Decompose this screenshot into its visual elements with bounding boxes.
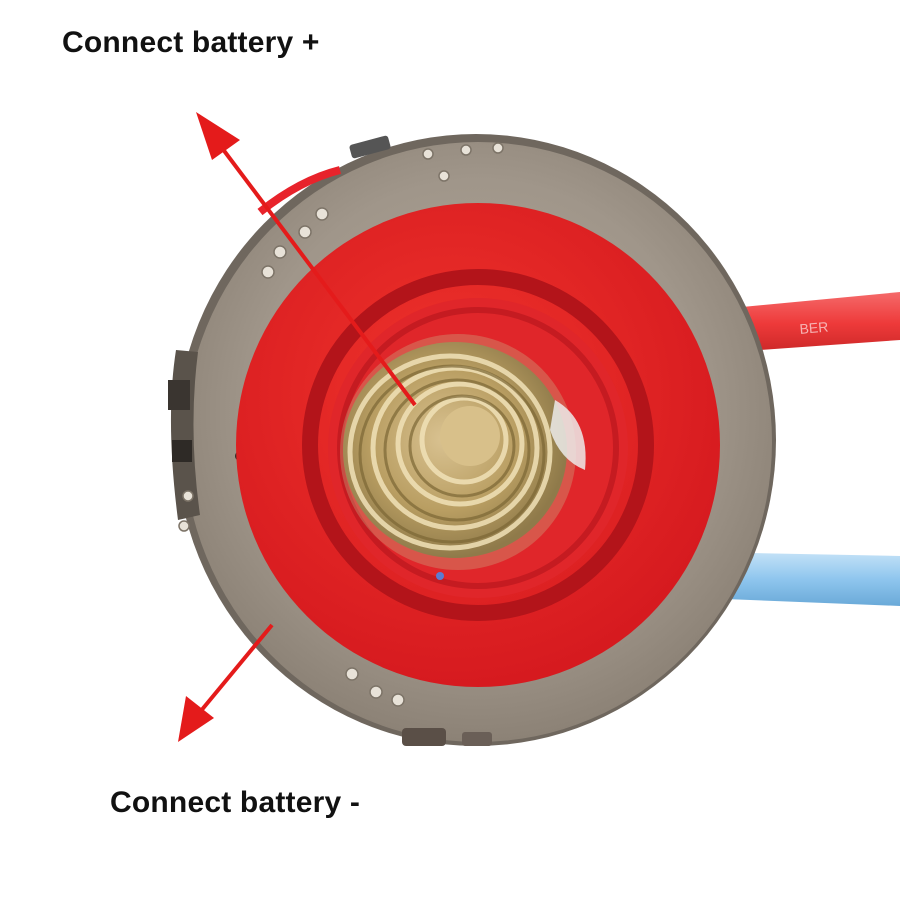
- spring-contact: [340, 334, 586, 580]
- arrow-positive: [196, 112, 417, 407]
- negative-terminal-label: Connect battery -: [110, 786, 361, 819]
- arrow-negative: [178, 623, 274, 742]
- wire-print-text: BER: [799, 319, 829, 337]
- blue-wire: [700, 552, 900, 606]
- positive-terminal-label: Connect battery +: [62, 26, 320, 59]
